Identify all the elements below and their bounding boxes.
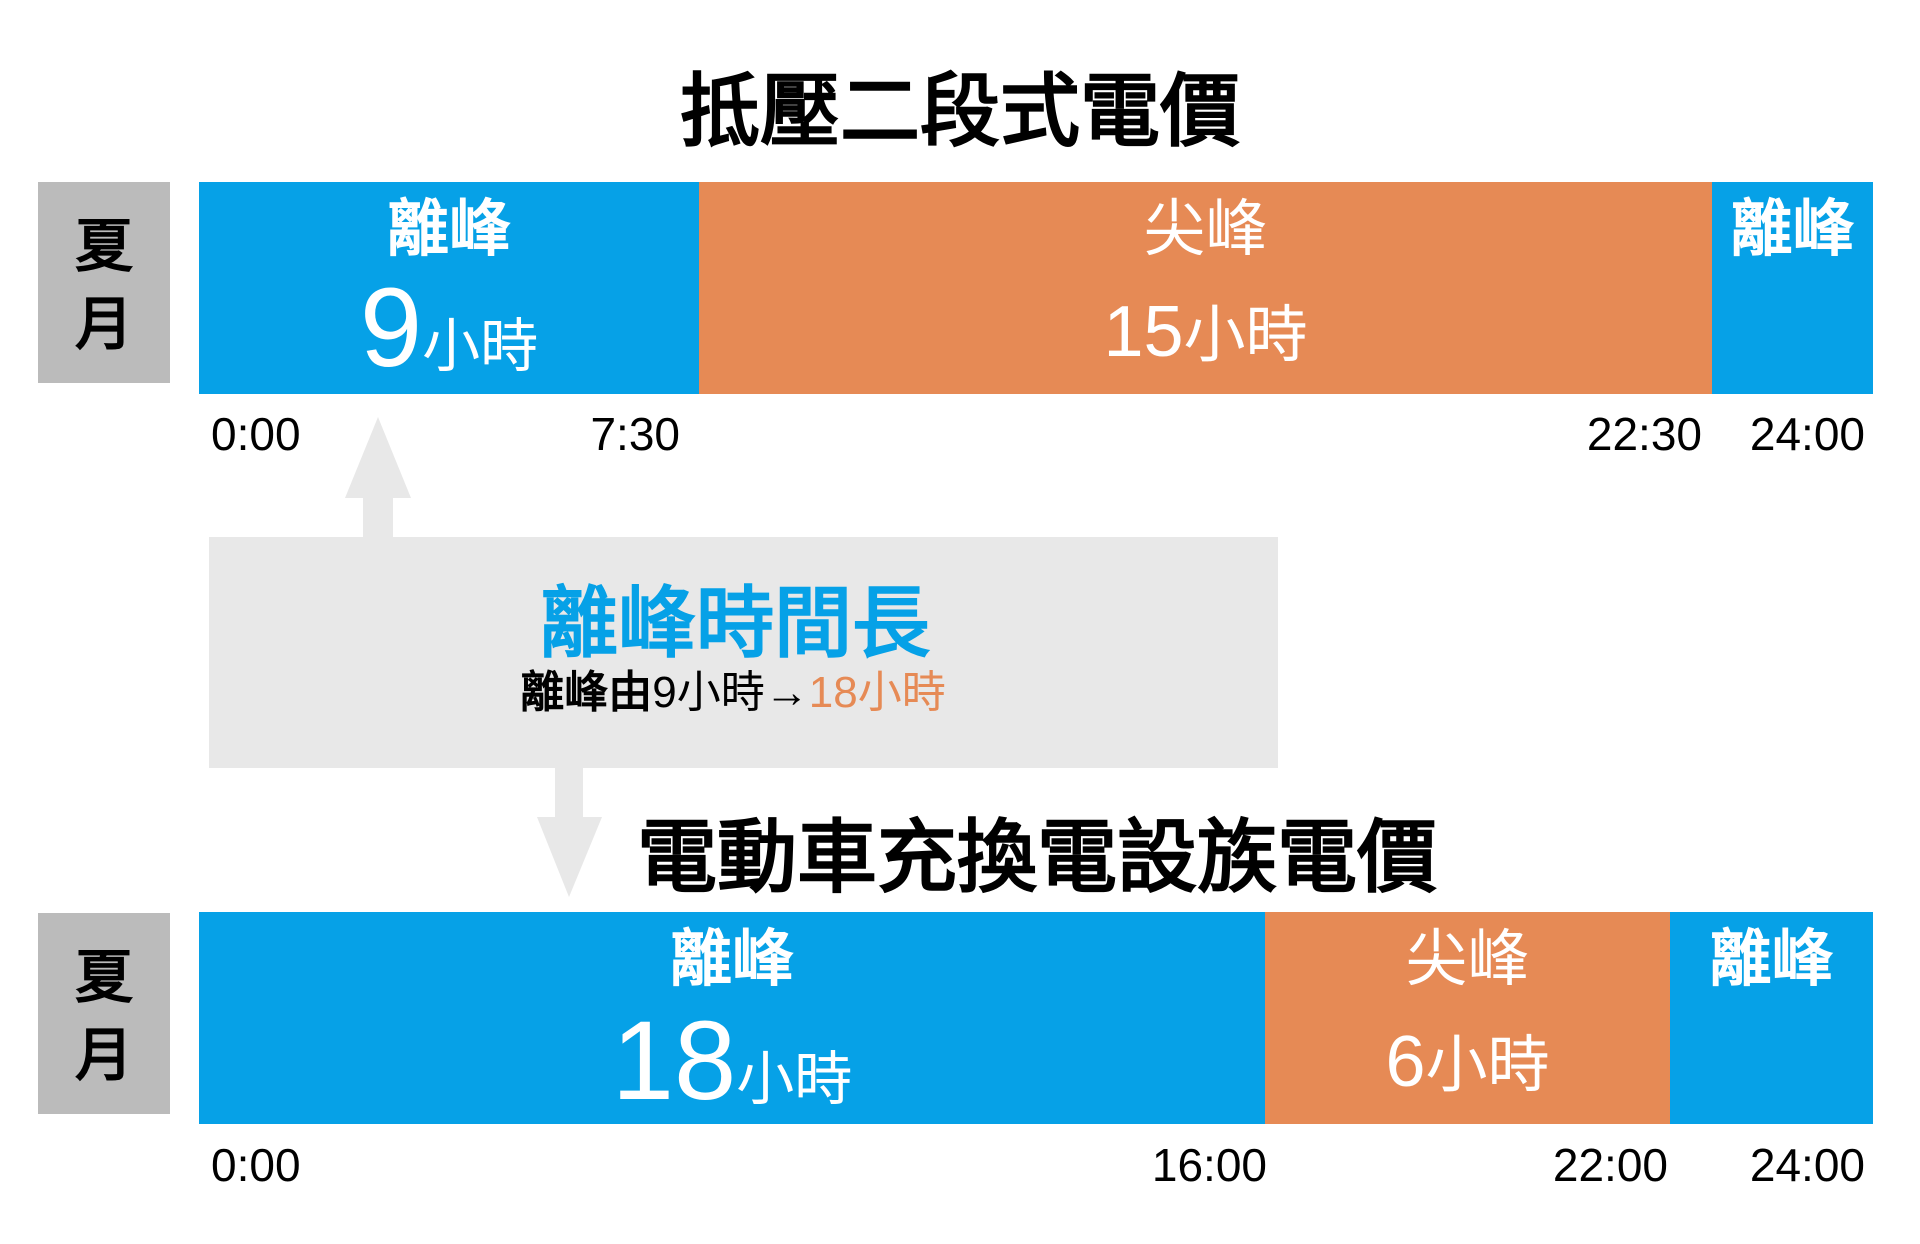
season-label-bottom: 夏 月 bbox=[38, 913, 170, 1114]
segment-hours: 6小時 bbox=[1265, 1026, 1670, 1098]
comparison-headline: 離峰時間長 bbox=[539, 579, 931, 667]
segment-hours: 9小時 bbox=[199, 272, 699, 384]
hours-number: 9 bbox=[359, 265, 423, 390]
segment-hours: 15小時 bbox=[699, 296, 1712, 368]
segment-peak: 尖峰 6小時 bbox=[1265, 912, 1670, 1124]
segment-label: 離峰 bbox=[1709, 925, 1834, 994]
season-label-top: 夏 月 bbox=[38, 182, 170, 383]
segment-peak: 尖峰 15小時 bbox=[699, 182, 1712, 394]
time-tick: 16:00 bbox=[1151, 1139, 1267, 1191]
segment-label: 離峰 bbox=[1730, 195, 1855, 264]
time-tick: 24:00 bbox=[1749, 1139, 1865, 1191]
time-tick: 0:00 bbox=[211, 1139, 301, 1191]
tariff-top-title: 抵壓二段式電價 bbox=[680, 67, 1240, 156]
time-tick: 22:30 bbox=[1586, 408, 1702, 460]
segment-label: 尖峰 bbox=[1143, 195, 1268, 264]
detail-to: 18小時 bbox=[808, 668, 946, 717]
segment-offpeak-late: 離峰 bbox=[1712, 182, 1873, 394]
season-char: 夏 bbox=[74, 945, 133, 1010]
comparison-panel bbox=[209, 537, 1278, 768]
tariff-top-bar: 離峰 9小時 尖峰 15小時 離峰 bbox=[199, 182, 1873, 394]
detail-prefix: 離峰由 bbox=[520, 668, 653, 717]
time-tick: 22:00 bbox=[1552, 1139, 1668, 1191]
up-arrow-icon bbox=[345, 417, 411, 538]
segment-offpeak-early: 離峰 9小時 bbox=[199, 182, 699, 394]
segment-label: 離峰 bbox=[669, 925, 794, 994]
segment-offpeak-early: 離峰 18小時 bbox=[199, 912, 1265, 1124]
hours-unit: 小時 bbox=[1183, 301, 1308, 370]
season-char: 月 bbox=[74, 292, 133, 357]
hours-number: 18 bbox=[611, 998, 737, 1123]
segment-label: 尖峰 bbox=[1405, 925, 1530, 994]
hours-number: 6 bbox=[1385, 1022, 1426, 1102]
hours-unit: 小時 bbox=[422, 314, 539, 379]
time-tick: 0:00 bbox=[211, 408, 301, 460]
comparison-detail: 離峰由9小時→18小時 bbox=[520, 671, 945, 715]
time-tick: 24:00 bbox=[1749, 408, 1865, 460]
hours-number: 15 bbox=[1103, 292, 1184, 372]
tariff-bottom-title: 電動車充換電設族電價 bbox=[637, 813, 1437, 902]
tariff-bottom-bar: 離峰 18小時 尖峰 6小時 離峰 bbox=[199, 912, 1873, 1124]
season-char: 月 bbox=[74, 1023, 133, 1088]
segment-label: 離峰 bbox=[386, 195, 511, 264]
season-char: 夏 bbox=[74, 214, 133, 279]
down-arrow-icon bbox=[537, 767, 602, 897]
segment-offpeak-late: 離峰 bbox=[1670, 912, 1873, 1124]
hours-unit: 小時 bbox=[736, 1047, 853, 1112]
time-tick: 7:30 bbox=[590, 408, 680, 460]
hours-unit: 小時 bbox=[1425, 1031, 1550, 1100]
detail-from: 9小時→ bbox=[652, 668, 809, 717]
segment-hours: 18小時 bbox=[199, 1005, 1265, 1117]
